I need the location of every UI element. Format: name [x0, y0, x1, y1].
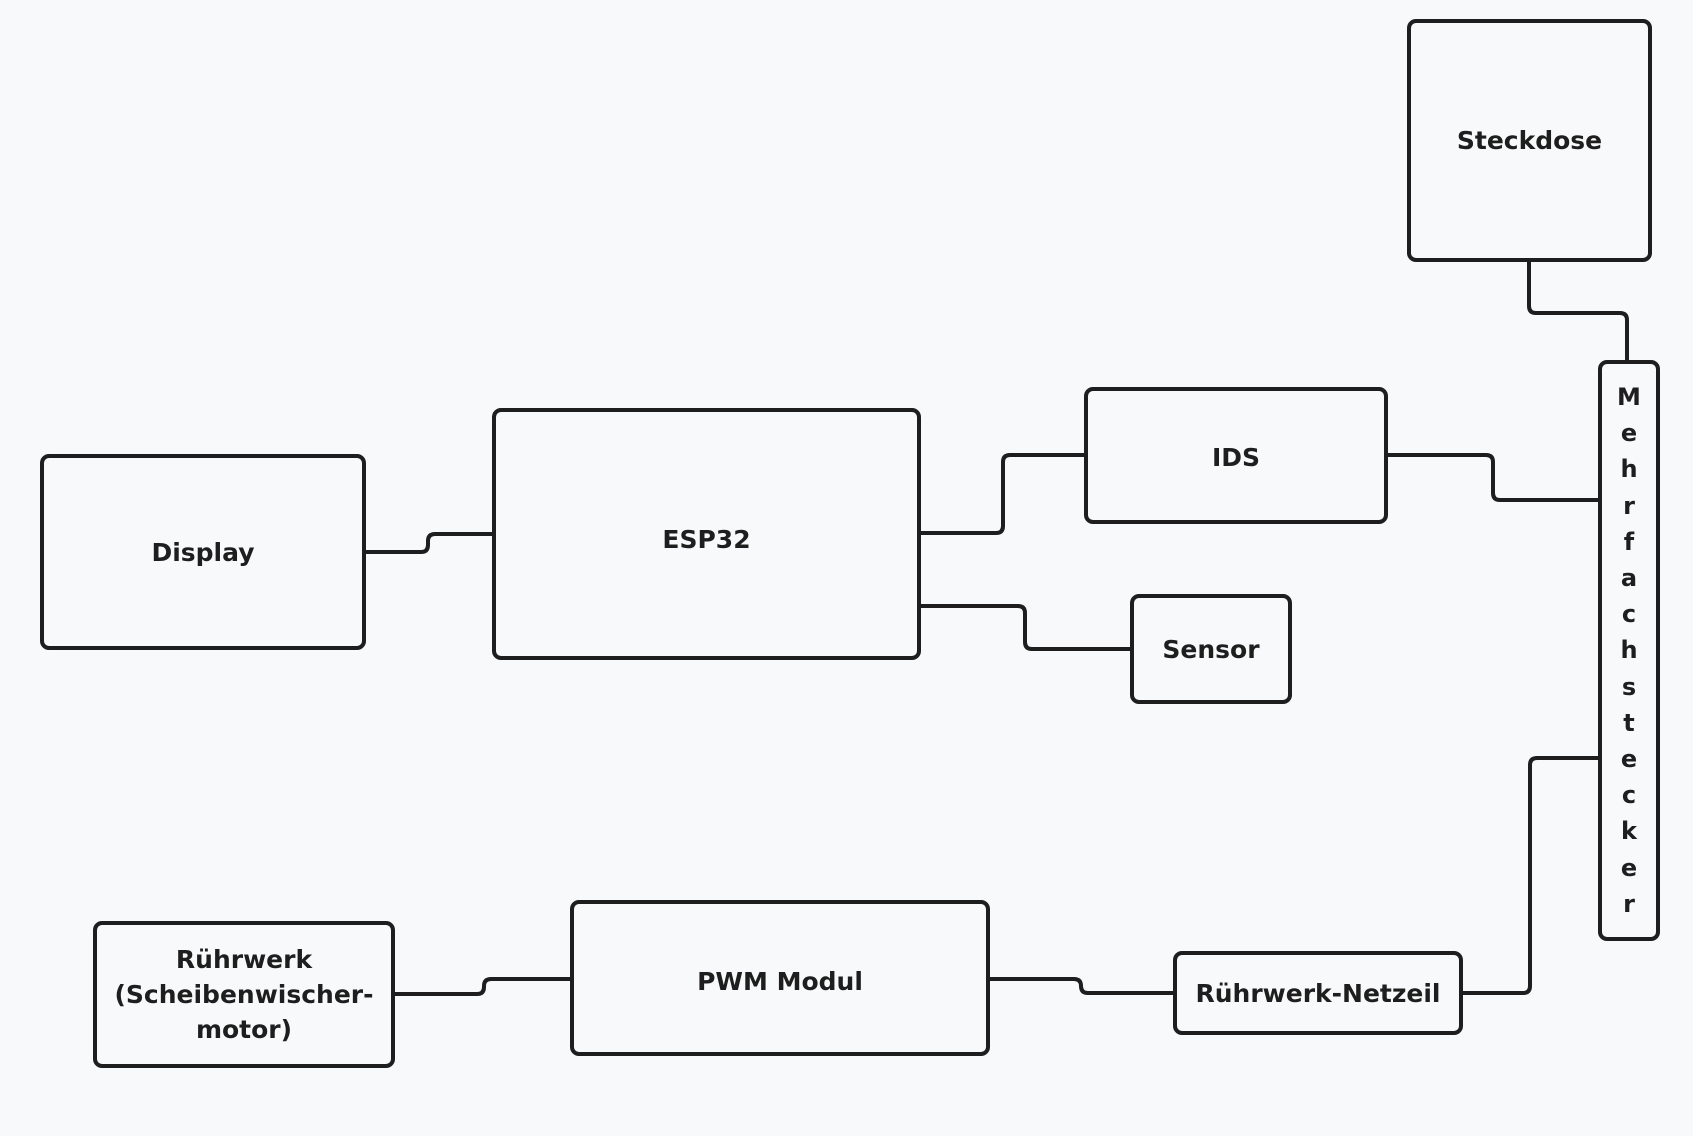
connector-esp32-sensor[interactable]: [919, 604, 1132, 651]
esp32-node[interactable]: ESP32: [492, 408, 921, 660]
connector-mehrfachstecker-netzteil[interactable]: [1461, 756, 1600, 995]
mehrfachstecker-letter: e: [1620, 745, 1638, 773]
ruehrwerk-node[interactable]: Rührwerk (Scheibenwischer- motor): [93, 921, 395, 1068]
mehrfachstecker-letter: t: [1623, 708, 1635, 737]
connector-netzteil-pwm[interactable]: [988, 977, 1175, 995]
mehrfachstecker-letter: c: [1621, 781, 1637, 810]
mehrfachstecker-letter: r: [1623, 491, 1635, 520]
ruehrwerk-label: Rührwerk (Scheibenwischer- motor): [114, 945, 374, 1044]
display-label: Display: [151, 537, 255, 567]
mehrfachstecker-letter: r: [1623, 889, 1635, 918]
pwm-modul-label: PWM Modul: [697, 967, 863, 996]
mehrfachstecker-letter: c: [1621, 600, 1637, 629]
mehrfachstecker-letter: h: [1620, 455, 1638, 484]
mehrfachstecker-letter: a: [1620, 563, 1638, 592]
esp32-label: ESP32: [662, 525, 751, 554]
ids-label: IDS: [1211, 443, 1261, 472]
ruehrwerk-netzteil-label: Rührwerk-Netzeil: [1195, 978, 1441, 1008]
mehrfachstecker-letter: s: [1621, 672, 1637, 701]
pwm-modul-node[interactable]: PWM Modul: [570, 900, 990, 1056]
mehrfachstecker-letter: f: [1623, 527, 1635, 556]
sensor-node[interactable]: Sensor: [1130, 594, 1292, 704]
connector-steckdose-mehrfachstecker[interactable]: [1527, 260, 1629, 362]
sensor-label: Sensor: [1162, 634, 1260, 664]
ruehrwerk-netzteil-node[interactable]: Rührwerk-Netzeil: [1173, 951, 1463, 1035]
steckdose-node[interactable]: Steckdose: [1407, 19, 1652, 262]
connector-esp32-ids[interactable]: [919, 453, 1086, 535]
mehrfachstecker-letter: k: [1621, 817, 1637, 846]
ids-node[interactable]: IDS: [1084, 387, 1388, 524]
connector-ids-mehrfachstecker[interactable]: [1386, 453, 1600, 502]
mehrfachstecker-letter: M: [1617, 382, 1641, 411]
mehrfachstecker-letter: h: [1620, 636, 1638, 665]
connector-pwm-ruehrwerk[interactable]: [393, 977, 572, 996]
mehrfachstecker-letter: e: [1620, 853, 1638, 882]
display-node[interactable]: Display: [40, 454, 366, 650]
mehrfachstecker-letter: e: [1620, 419, 1638, 448]
steckdose-label: Steckdose: [1456, 126, 1603, 155]
connector-display-esp32[interactable]: [364, 532, 494, 554]
